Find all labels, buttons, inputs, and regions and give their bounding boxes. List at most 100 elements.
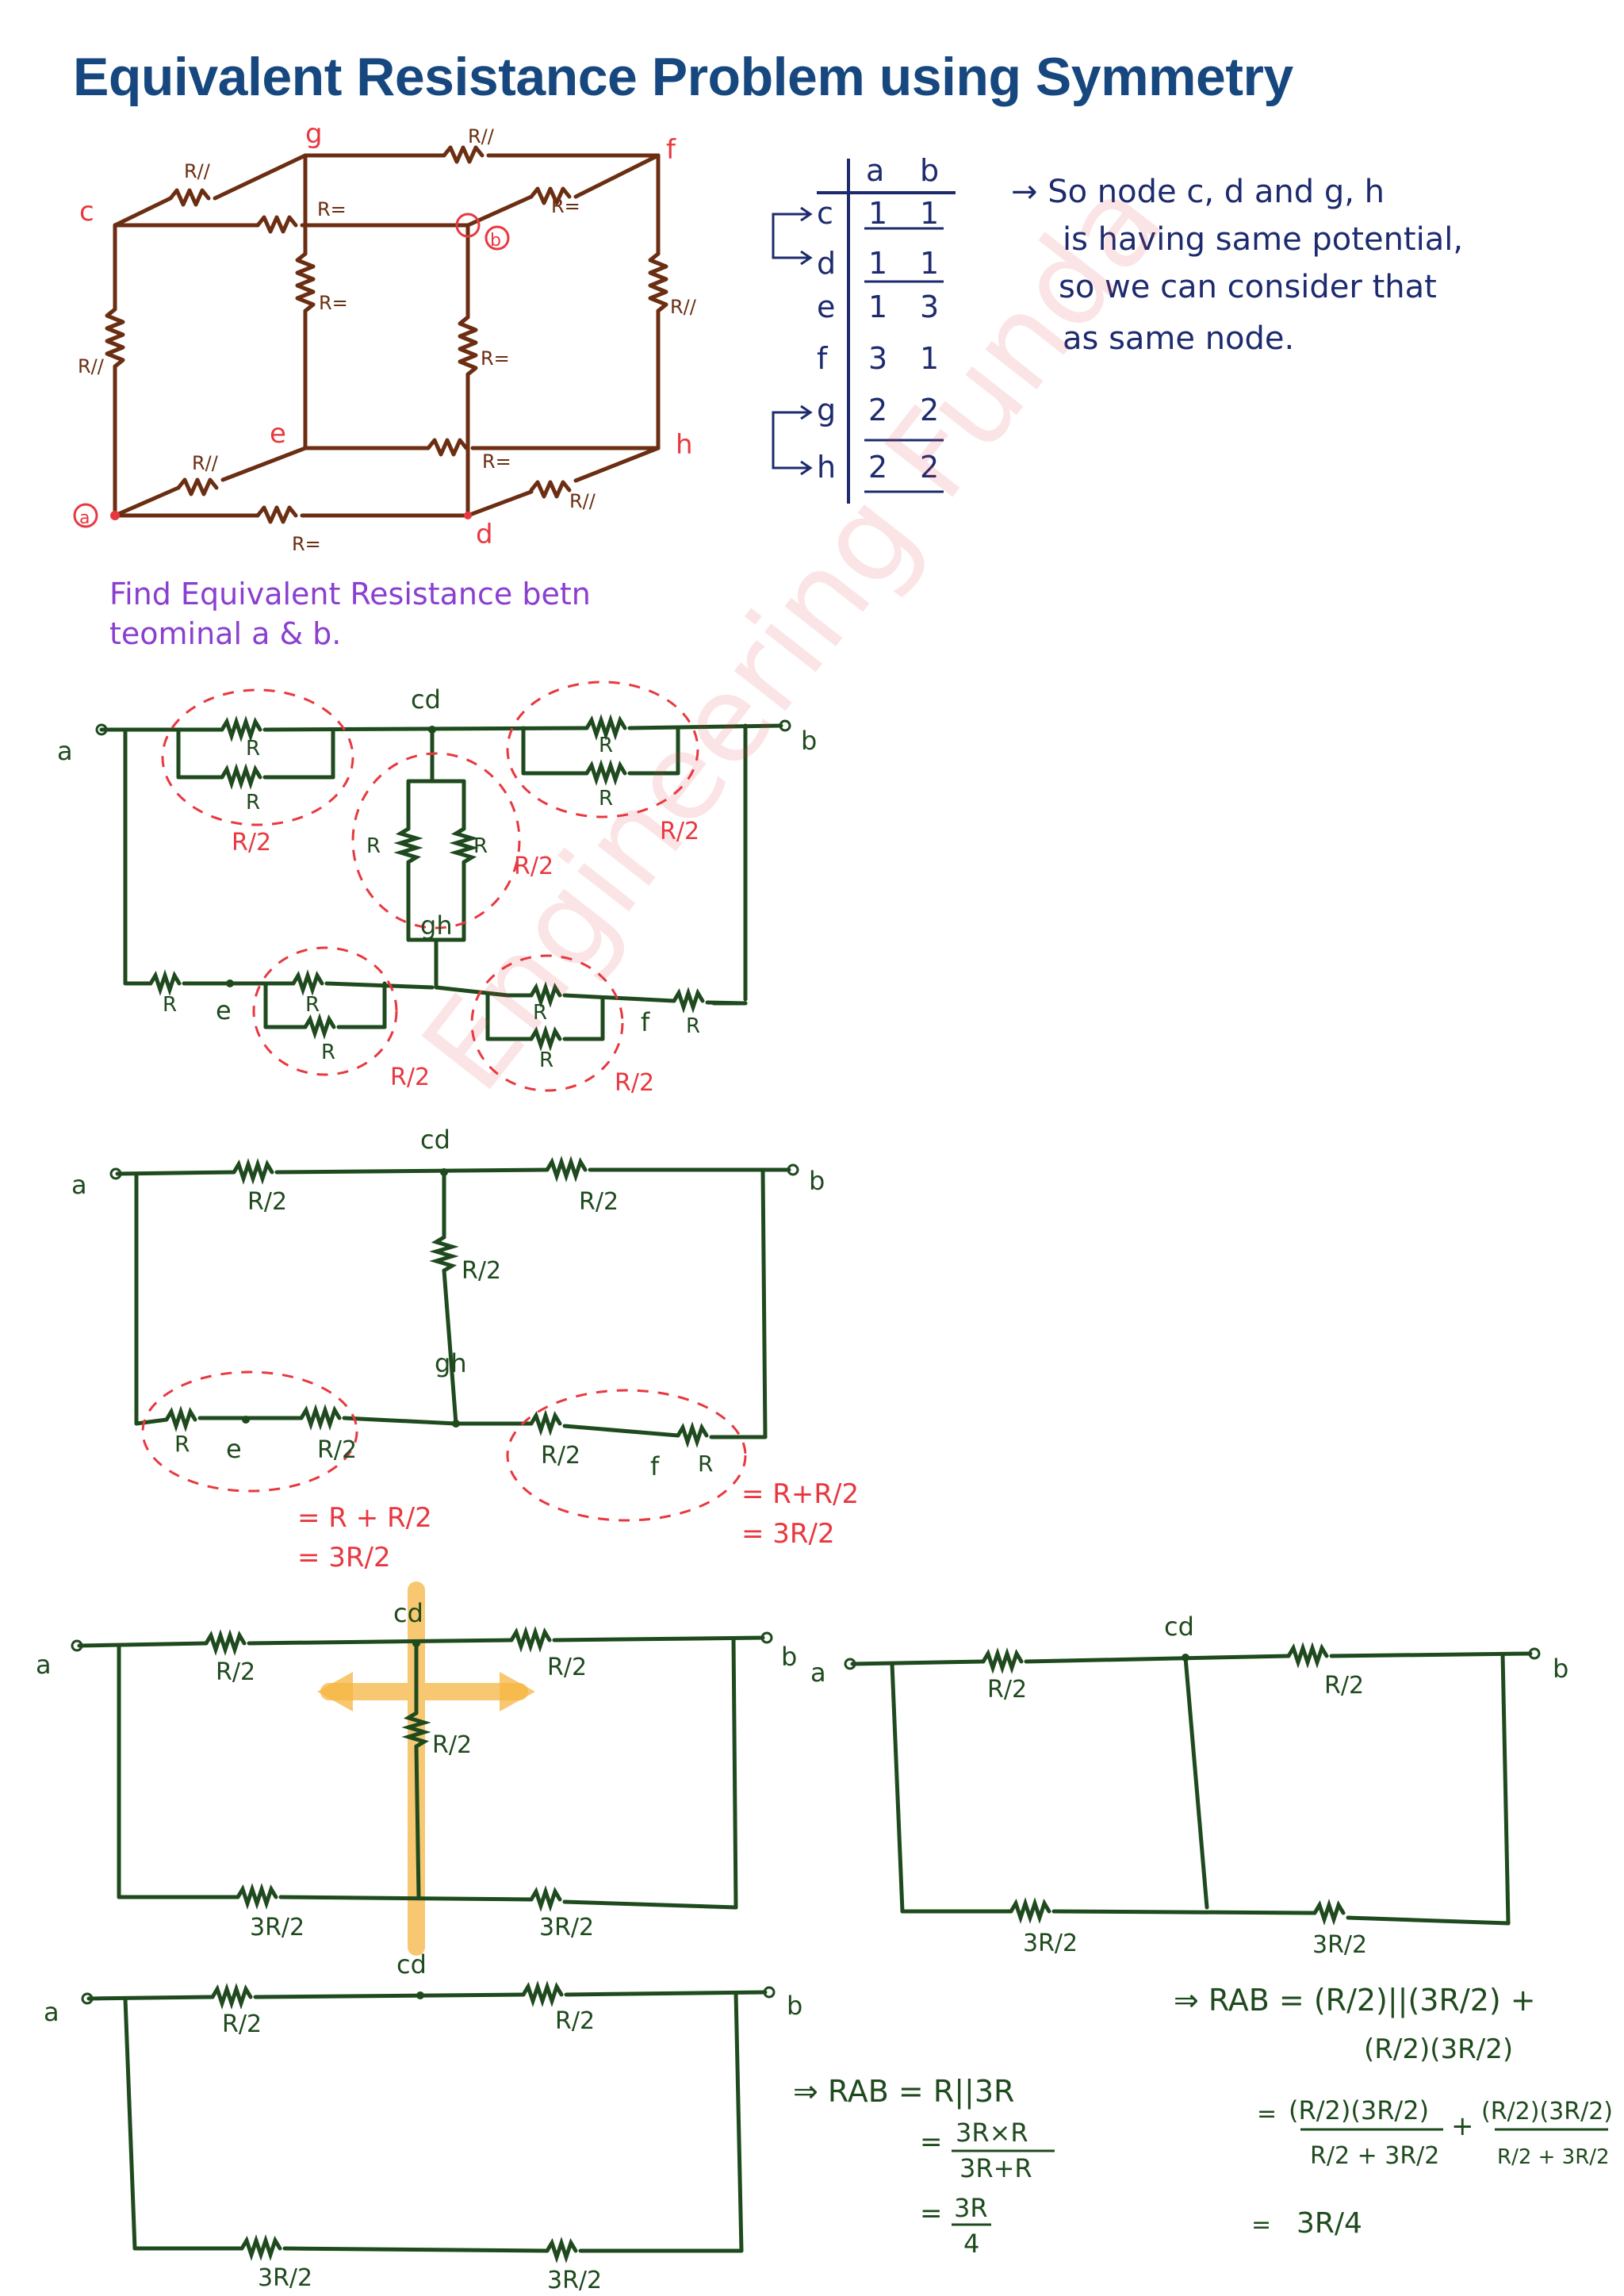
- table-cell-b: 2: [920, 393, 939, 427]
- resistor-label: R//: [192, 452, 219, 474]
- plus-sign: +: [1451, 2110, 1474, 2142]
- resistor-label: R: [305, 993, 320, 1017]
- resistor-label: R: [698, 1451, 713, 1477]
- fraction-numerator: (R/2)(3R/2): [1289, 2095, 1429, 2125]
- resistor-label: R: [366, 834, 381, 858]
- terminal-a-label: a: [71, 1170, 87, 1200]
- resistor-label: R/2: [247, 1188, 287, 1216]
- fraction-denominator: 4: [963, 2229, 979, 2259]
- terminal-b-label: b: [809, 1166, 825, 1196]
- node-gh-label: gh: [420, 910, 453, 941]
- resistor-label: R//: [184, 160, 211, 182]
- resistor-label: R: [246, 737, 260, 761]
- resistor-label: R: [321, 1041, 335, 1064]
- resistor-label: R: [686, 1014, 700, 1038]
- table-cell-b: 3: [920, 289, 939, 324]
- half-r-label: R/2: [514, 853, 553, 880]
- table-cell-a: 2: [868, 393, 887, 427]
- note-line-1: → So node c, d and g, h: [1011, 174, 1385, 210]
- resistor-label: R/2: [462, 1257, 501, 1285]
- node-label-b: b: [490, 231, 501, 251]
- resistor-label: R: [599, 734, 613, 757]
- resistor-label: R=: [292, 533, 321, 555]
- node-e-label: e: [226, 1434, 242, 1464]
- fraction-denominator: R/2 + 3R/2: [1310, 2142, 1439, 2170]
- node-cd-label: cd: [411, 684, 441, 715]
- solution-result: 3R/4: [1297, 2207, 1362, 2240]
- right-sum-line-2: = 3R/2: [741, 1518, 835, 1550]
- resistor-label: R: [174, 1431, 190, 1457]
- resistor-label: R: [539, 1048, 553, 1072]
- question-line-2: teominal a & b.: [109, 616, 341, 651]
- left-sum-line-1: = R + R/2: [297, 1502, 432, 1534]
- half-r-label: R/2: [615, 1069, 654, 1097]
- resistor-label: 3R/2: [258, 2264, 312, 2292]
- circuit-diagram-4: [850, 1642, 1533, 1926]
- note-line-4: as same node.: [1063, 320, 1294, 357]
- terminal-a-label: a: [57, 736, 73, 766]
- node-f-label: f: [641, 1007, 650, 1037]
- table-node-label: g: [817, 393, 836, 427]
- node-f-label: f: [650, 1451, 660, 1481]
- resistor-label: R/2: [541, 1442, 580, 1470]
- terminal-a-label: a: [810, 1658, 826, 1688]
- equals-sign: =: [1257, 2100, 1277, 2128]
- resistor-label: R: [599, 787, 613, 811]
- half-r-label: R/2: [232, 829, 271, 857]
- resistor-label: R: [163, 993, 177, 1017]
- table-cell-a: 1: [868, 289, 887, 324]
- resistor-label: R=: [317, 198, 347, 220]
- solution-right-line-1: ⇒ RAB = (R/2)||(3R/2) +: [1174, 1983, 1536, 2018]
- fraction-denominator: R/2 + 3R/2: [1497, 2145, 1610, 2169]
- resistor-label: R: [533, 1001, 547, 1025]
- half-r-label: R/2: [660, 818, 699, 845]
- solution-left: ⇒ RAB = R||3R = 3R×R 3R+R = 3R 4: [793, 2074, 1055, 2259]
- fraction-numerator: 3R: [954, 2193, 988, 2223]
- node-e-label: e: [216, 995, 232, 1025]
- table-cell-a: 3: [868, 341, 887, 376]
- resistor-label: R=: [482, 450, 511, 473]
- page-title: Equivalent Resistance Problem using Symm…: [73, 47, 1293, 107]
- resistor-label: R//: [468, 125, 495, 148]
- solution-left-line-1: ⇒ RAB = R||3R: [793, 2074, 1014, 2110]
- circuit-diagram-5: [86, 1980, 768, 2263]
- circuit-diagram-1: [99, 714, 783, 1052]
- terminal-b-label: b: [1553, 1654, 1568, 1684]
- node-gh-label: gh: [435, 1348, 467, 1378]
- resistor-label: 3R/2: [539, 1914, 594, 1941]
- table-cell-b: 1: [920, 246, 939, 281]
- table-cell-a: 2: [868, 450, 887, 485]
- table-cell-a: 1: [868, 246, 887, 281]
- resistor-label: R//: [78, 355, 105, 378]
- resistor-label: 3R/2: [1312, 1931, 1367, 1959]
- question-line-1: Find Equivalent Resistance betn: [109, 577, 591, 611]
- node-cd-label: cd: [396, 1949, 427, 1980]
- resistor-label: R: [246, 791, 260, 815]
- node-label-g: g: [305, 118, 323, 150]
- table-cell-a: 1: [868, 196, 887, 231]
- resistor-label: R=: [319, 292, 348, 314]
- resistor-label: R/2: [579, 1188, 619, 1216]
- note-line-3: so we can consider that: [1059, 269, 1437, 305]
- circuit-diagram-2: [115, 1156, 791, 1448]
- equals-sign: =: [1251, 2211, 1271, 2239]
- right-sum-line-1: = R+R/2: [741, 1478, 859, 1510]
- fraction-denominator: 3R+R: [959, 2153, 1032, 2183]
- table-node-label: d: [817, 246, 836, 281]
- solution-right: ⇒ RAB = (R/2)||(3R/2) + (R/2)(3R/2) = (R…: [1174, 1983, 1613, 2240]
- node-label-e: e: [270, 418, 286, 450]
- half-r-label: R/2: [390, 1064, 430, 1091]
- cube-circuit-diagram: [105, 145, 668, 524]
- node-label-c: c: [79, 196, 94, 228]
- resistor-label: R/2: [555, 2007, 595, 2035]
- fraction-numerator: 3R×R: [956, 2118, 1028, 2148]
- node-label-h: h: [676, 429, 693, 461]
- resistor-label: 3R/2: [1023, 1930, 1078, 1957]
- table-node-label: c: [817, 196, 833, 231]
- fraction-numerator: (R/2)(3R/2): [1481, 2098, 1613, 2125]
- table-node-label: f: [817, 341, 829, 376]
- node-label-a: a: [79, 508, 90, 528]
- node-label-d: d: [476, 519, 493, 550]
- resistor-label: 3R/2: [547, 2267, 602, 2294]
- equals-sign: =: [920, 2198, 943, 2229]
